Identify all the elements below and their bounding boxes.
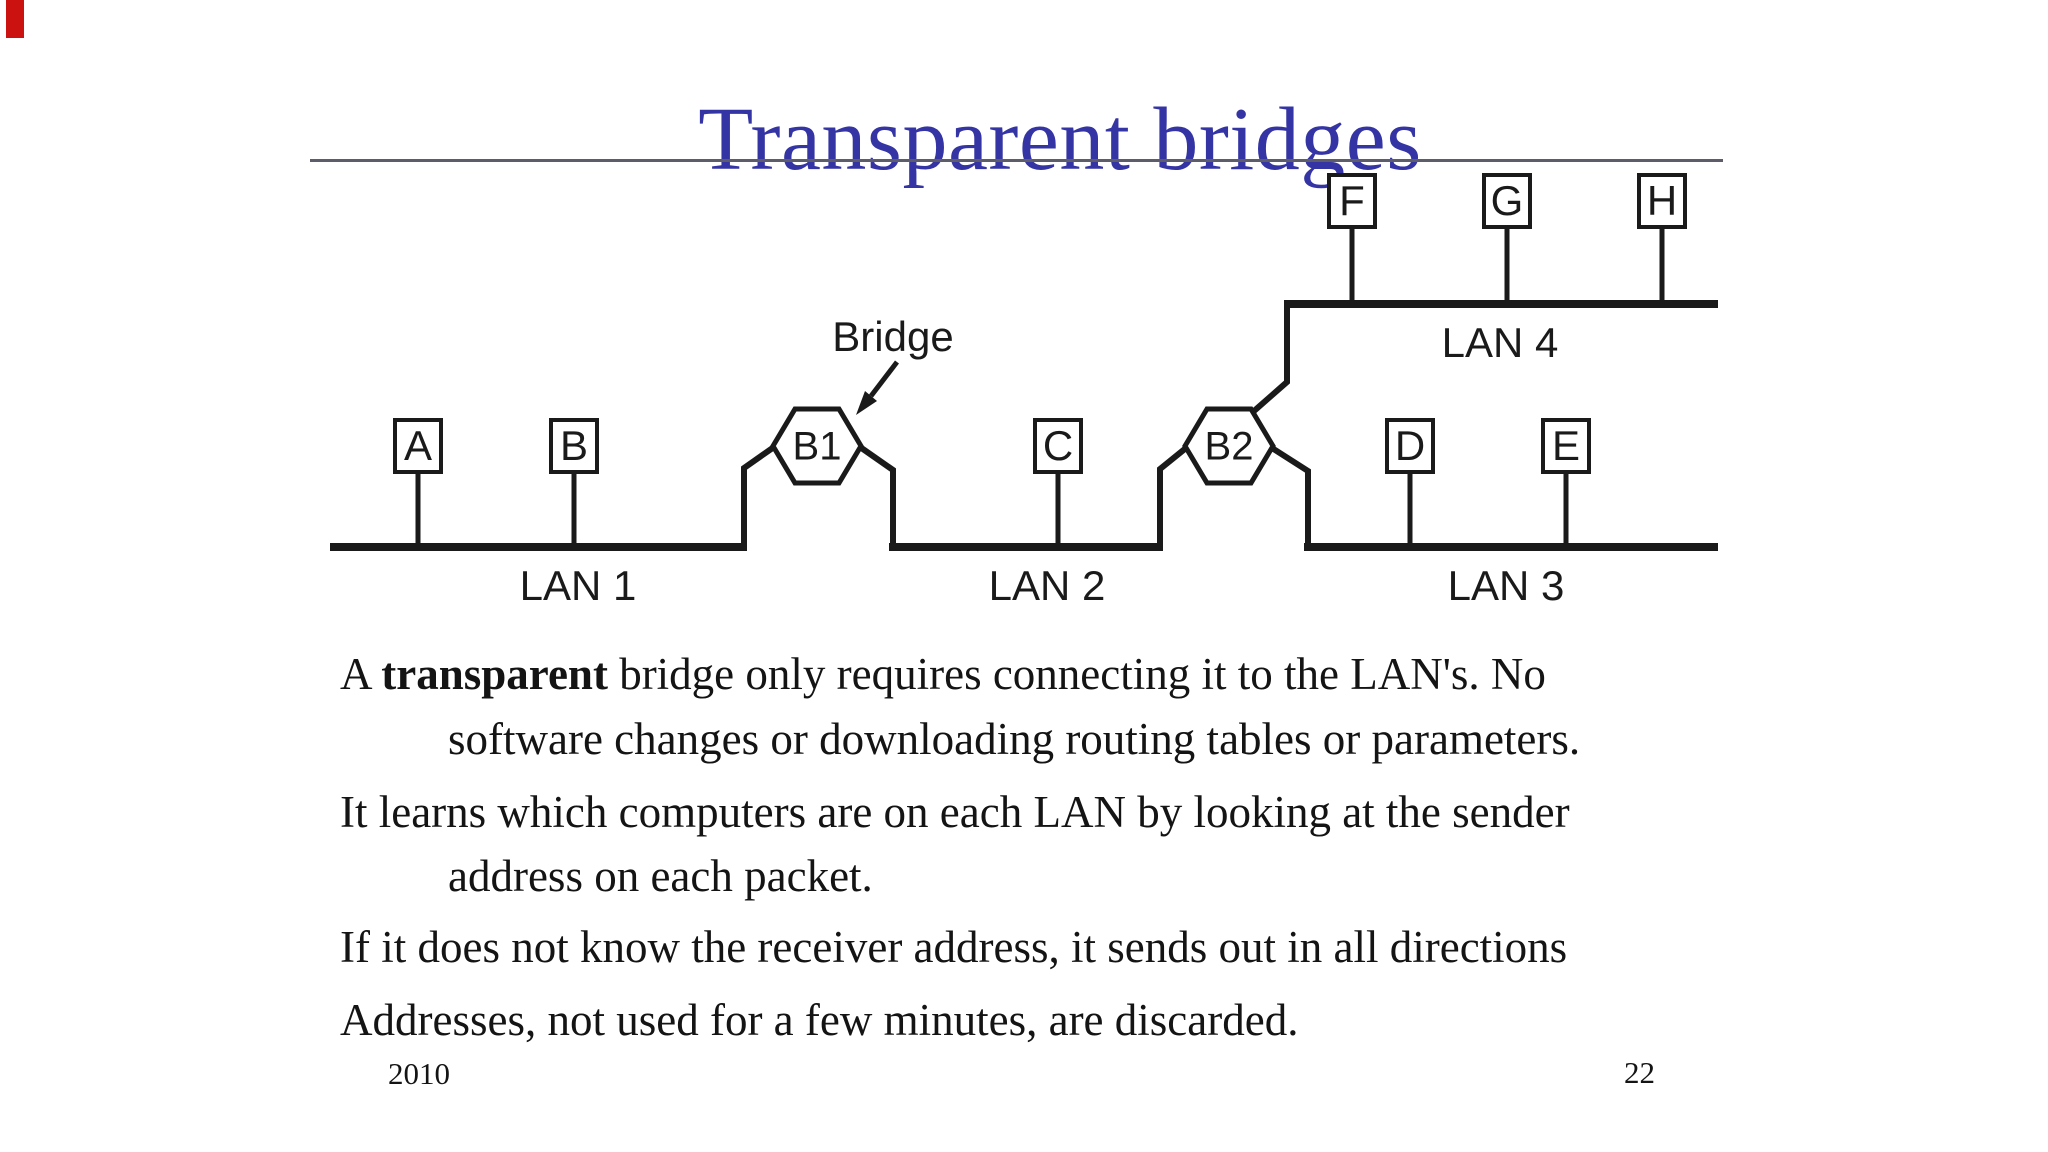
node-label: F [1339, 177, 1365, 224]
node-label: D [1394, 422, 1426, 469]
bridge-arrowhead-icon [856, 391, 877, 415]
page-number: 22 [1624, 1055, 1655, 1090]
paragraph4-line1: Addresses, not used for a few minutes, a… [340, 995, 1299, 1045]
paragraph1-suffix: bridge only requires connecting it to th… [607, 649, 1546, 699]
node-label: B [559, 422, 588, 469]
node-box-g: G [1482, 173, 1532, 229]
paragraph2-line1: It learns which computers are on each LA… [340, 787, 1570, 837]
node-box-b: B [549, 418, 599, 474]
paragraph1-line1: A transparent bridge only requires conne… [340, 648, 1546, 700]
title-underline [310, 159, 1723, 162]
page-title: Transparent bridges [698, 90, 1422, 190]
lan2-to-b2-link [1157, 445, 1188, 551]
paragraph1-line2: software changes or downloading routing … [448, 714, 1581, 764]
bridge-arrow-shaft [869, 360, 899, 398]
corner-marker [6, 0, 24, 38]
bridge-b1-label: B1 [792, 424, 842, 469]
node-box-h: H [1637, 173, 1687, 229]
node-box-e: E [1541, 418, 1591, 474]
lan3-label: LAN 3 [1447, 562, 1565, 609]
node-label: E [1551, 422, 1580, 469]
node-label: A [403, 422, 432, 469]
footer-year: 2010 [388, 1056, 450, 1091]
bridge-b1-hexagon [770, 406, 864, 486]
node-box-c: C [1033, 418, 1083, 474]
b2-to-lan3-link [1270, 445, 1311, 551]
bridge-callout-label: Bridge [832, 313, 954, 360]
bridge-b2-label: B2 [1204, 424, 1254, 469]
node-box-a: A [393, 418, 443, 474]
node-box-f: F [1327, 173, 1377, 229]
node-label: C [1042, 422, 1074, 469]
paragraph1-prefix: A [340, 649, 382, 699]
lan1-label: LAN 1 [519, 562, 637, 609]
b1-to-lan2-link [858, 444, 896, 551]
node-label: H [1646, 177, 1678, 224]
paragraph3-line1: If it does not know the receiver address… [340, 922, 1568, 972]
b2-to-lan4-link [1252, 307, 1290, 414]
lan2-label: LAN 2 [988, 562, 1106, 609]
paragraph2-line2: address on each packet. [448, 851, 873, 901]
paragraph1-bold-word: transparent [381, 649, 608, 699]
bridge-b2-hexagon [1182, 406, 1276, 486]
lan4-label: LAN 4 [1441, 319, 1559, 366]
node-box-d: D [1385, 418, 1435, 474]
node-label: G [1490, 177, 1524, 224]
lan1-to-b1-link [741, 444, 776, 551]
